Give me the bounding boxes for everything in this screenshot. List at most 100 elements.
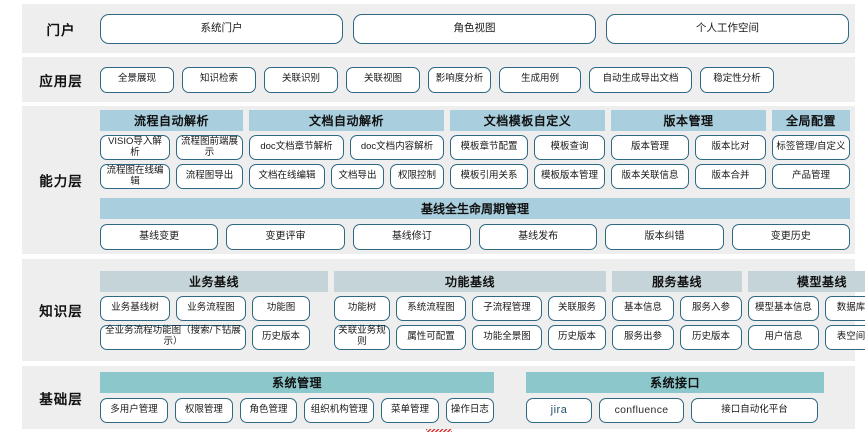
- capability-item-permission-control[interactable]: 权限控制: [390, 164, 444, 189]
- knowledge-item-system-flow-chart[interactable]: 系统流程图: [396, 295, 466, 321]
- knowledge-item-function-tree[interactable]: 功能树: [334, 295, 390, 321]
- capability-item-template-query[interactable]: 模板查询: [534, 135, 605, 160]
- lifecycle-item-2[interactable]: 基线修订: [352, 224, 471, 250]
- application-item-2[interactable]: 关联识别: [264, 66, 338, 93]
- capability-item-flow-online-edit[interactable]: 流程图在线编辑: [100, 164, 170, 189]
- capability-group-4-row2: 产品管理: [772, 164, 850, 189]
- knowledge-item-database-info[interactable]: 数据库信息: [825, 295, 865, 321]
- knowledge-item-user-info[interactable]: 用户信息: [748, 324, 819, 350]
- knowledge-item-history-version-svc[interactable]: 历史版本: [680, 324, 742, 350]
- foundation-group-1-items: jira confluence 接口自动化平台: [425, 398, 824, 432]
- foundation-item-role-manage[interactable]: 角色管理: [239, 398, 298, 423]
- knowledge-group-3-row1: 模型基本信息 数据库信息: [748, 295, 865, 321]
- confluence-label: confluence: [614, 403, 669, 416]
- band-label-foundation: 基础层: [39, 391, 83, 407]
- foundation-item-menu-manage[interactable]: 菜单管理: [381, 398, 439, 423]
- capability-item-version-merge[interactable]: 版本合并: [695, 164, 766, 189]
- foundation-item-api-automation-platform[interactable]: 接口自动化平台: [691, 398, 818, 423]
- capability-group-0: 流程自动解析 VISIO导入解析 流程图前端展示 流程图在线编辑 流程图导出: [100, 110, 243, 189]
- foundation-item-confluence[interactable]: confluence: [599, 398, 684, 423]
- capability-item-visio-import[interactable]: VISIO导入解析: [100, 135, 170, 160]
- foundation-item-multi-user-manage[interactable]: 多用户管理: [100, 398, 168, 423]
- knowledge-item-tablespace-info[interactable]: 表空间信息: [825, 324, 865, 350]
- portal-item-0[interactable]: 系统门户: [100, 13, 343, 44]
- capability-group-1-row1: doc文档章节解析 doc文档内容解析: [249, 135, 444, 160]
- lifecycle-item-3[interactable]: 基线发布: [478, 224, 598, 250]
- capability-item-version-compare[interactable]: 版本比对: [695, 135, 766, 160]
- knowledge-group-1-row1: 功能树 系统流程图 子流程管理 关联服务: [334, 295, 606, 321]
- knowledge-group-3-row2: 用户信息 表空间信息: [748, 324, 865, 350]
- knowledge-item-biz-baseline-tree[interactable]: 业务基线树: [100, 295, 170, 321]
- knowledge-item-full-biz-flow-func[interactable]: 全业务流程功能图（搜索/下钻展示）: [100, 324, 246, 350]
- capability-item-version-manage[interactable]: 版本管理: [611, 135, 689, 160]
- capability-item-doc-chapter-parse[interactable]: doc文档章节解析: [249, 135, 344, 160]
- application-item-1[interactable]: 知识检索: [182, 66, 256, 93]
- knowledge-item-model-basic-info[interactable]: 模型基本信息: [748, 295, 819, 321]
- knowledge-group-2: 服务基线 基本信息 服务入参 服务出参 历史版本: [612, 270, 742, 350]
- knowledge-item-related-biz-rule[interactable]: 关联业务规则: [334, 324, 390, 350]
- application-item-5[interactable]: 生成用例: [499, 66, 581, 93]
- foundation-group-0: 系统管理 多用户管理 权限管理 角色管理 组织机构管理 菜单管理 操作日志: [100, 372, 495, 423]
- lifecycle-item-0[interactable]: 基线变更: [100, 224, 219, 250]
- foundation-item-org-manage[interactable]: 组织机构管理: [304, 398, 375, 423]
- capability-group-4: 全局配置 标签管理/自定义 产品管理: [772, 110, 850, 189]
- capability-item-doc-online-edit[interactable]: 文档在线编辑: [249, 164, 325, 189]
- knowledge-item-related-service[interactable]: 关联服务: [548, 295, 606, 321]
- capability-group-1-row2: 文档在线编辑 文档导出 权限控制: [249, 164, 444, 189]
- application-item-4[interactable]: 影响度分析: [428, 66, 491, 93]
- lifecycle-items: 基线变更 变更评审 基线修订 基线发布 版本纠错 变更历史: [100, 224, 850, 250]
- lifecycle-item-5[interactable]: 变更历史: [731, 224, 850, 250]
- application-item-7[interactable]: 稳定性分析: [700, 66, 774, 93]
- lifecycle-item-4[interactable]: 版本纠错: [605, 224, 724, 250]
- foundation-item-operation-log[interactable]: 操作日志: [445, 398, 495, 423]
- band-knowledge: 知识层 业务基线 业务基线树 业务流程图 功能图 全业务流程功能图（搜索/下钻展…: [22, 259, 865, 361]
- capability-groups: 流程自动解析 VISIO导入解析 流程图前端展示 流程图在线编辑 流程图导出 文…: [100, 110, 850, 189]
- band-capability: 能力层 流程自动解析 VISIO导入解析 流程图前端展示 流程图在线编辑 流程图…: [22, 106, 855, 254]
- knowledge-group-1-row2: 关联业务规则 属性可配置 功能全景图 历史版本: [334, 324, 606, 350]
- capability-item-flow-frontend[interactable]: 流程图前端展示: [176, 135, 243, 160]
- knowledge-item-attr-configurable[interactable]: 属性可配置: [396, 324, 466, 350]
- foundation-item-permission-manage[interactable]: 权限管理: [175, 398, 233, 423]
- portal-item-2[interactable]: 个人工作空间: [606, 13, 849, 44]
- portal-item-1[interactable]: 角色视图: [353, 13, 596, 44]
- knowledge-group-0-row1: 业务基线树 业务流程图 功能图: [100, 295, 328, 321]
- foundation-item-jira[interactable]: jira: [425, 398, 592, 432]
- capability-item-doc-content-parse[interactable]: doc文档内容解析: [350, 135, 444, 160]
- knowledge-item-biz-flow-chart[interactable]: 业务流程图: [176, 295, 246, 321]
- application-item-3[interactable]: 关联视图: [346, 66, 420, 93]
- knowledge-item-basic-info[interactable]: 基本信息: [612, 295, 674, 321]
- capability-group-4-row1: 标签管理/自定义: [772, 135, 850, 160]
- spellcheck-underline-icon: [425, 429, 452, 432]
- capability-item-product-manage[interactable]: 产品管理: [772, 164, 850, 189]
- capability-group-3: 版本管理 版本管理 版本比对 版本关联信息 版本合并: [611, 110, 766, 189]
- lifecycle-item-1[interactable]: 变更评审: [226, 224, 345, 250]
- capability-group-2-header: 文档模板自定义: [450, 110, 605, 131]
- knowledge-group-2-row1: 基本信息 服务入参: [612, 295, 742, 321]
- capability-group-2-row1: 模板章节配置 模板查询: [450, 135, 605, 160]
- jira-label: jira: [550, 404, 568, 417]
- capability-item-version-relation[interactable]: 版本关联信息: [611, 164, 689, 189]
- knowledge-item-service-in-param[interactable]: 服务入参: [680, 295, 742, 321]
- application-item-6[interactable]: 自动生成导出文档: [589, 66, 692, 93]
- capability-item-template-version[interactable]: 模板版本管理: [534, 164, 605, 189]
- capability-item-tag-manage[interactable]: 标签管理/自定义: [772, 135, 850, 160]
- band-foundation: 基础层 系统管理 多用户管理 权限管理 角色管理 组织机构管理 菜单管理 操作日…: [22, 366, 855, 432]
- band-label-application: 应用层: [39, 73, 83, 89]
- capability-group-4-header: 全局配置: [772, 110, 850, 131]
- knowledge-item-function-panorama[interactable]: 功能全景图: [472, 324, 542, 350]
- knowledge-item-history-version-biz[interactable]: 历史版本: [252, 324, 310, 350]
- capability-item-template-chapter-config[interactable]: 模板章节配置: [450, 135, 528, 160]
- capability-item-flow-export[interactable]: 流程图导出: [176, 164, 243, 189]
- knowledge-group-0-header: 业务基线: [100, 270, 328, 292]
- application-item-0[interactable]: 全景展现: [100, 66, 174, 93]
- capability-item-doc-export[interactable]: 文档导出: [331, 164, 384, 189]
- knowledge-item-subflow-manage[interactable]: 子流程管理: [472, 295, 542, 321]
- knowledge-group-1: 功能基线 功能树 系统流程图 子流程管理 关联服务 关联业务规则 属性可配置 功…: [334, 270, 606, 350]
- knowledge-group-2-row2: 服务出参 历史版本: [612, 324, 742, 350]
- knowledge-item-service-out-param[interactable]: 服务出参: [612, 324, 674, 350]
- band-label-capability: 能力层: [39, 174, 83, 189]
- knowledge-item-function-chart[interactable]: 功能图: [252, 295, 310, 321]
- knowledge-item-history-version-func[interactable]: 历史版本: [548, 324, 606, 350]
- capability-item-template-reference[interactable]: 模板引用关系: [450, 164, 528, 189]
